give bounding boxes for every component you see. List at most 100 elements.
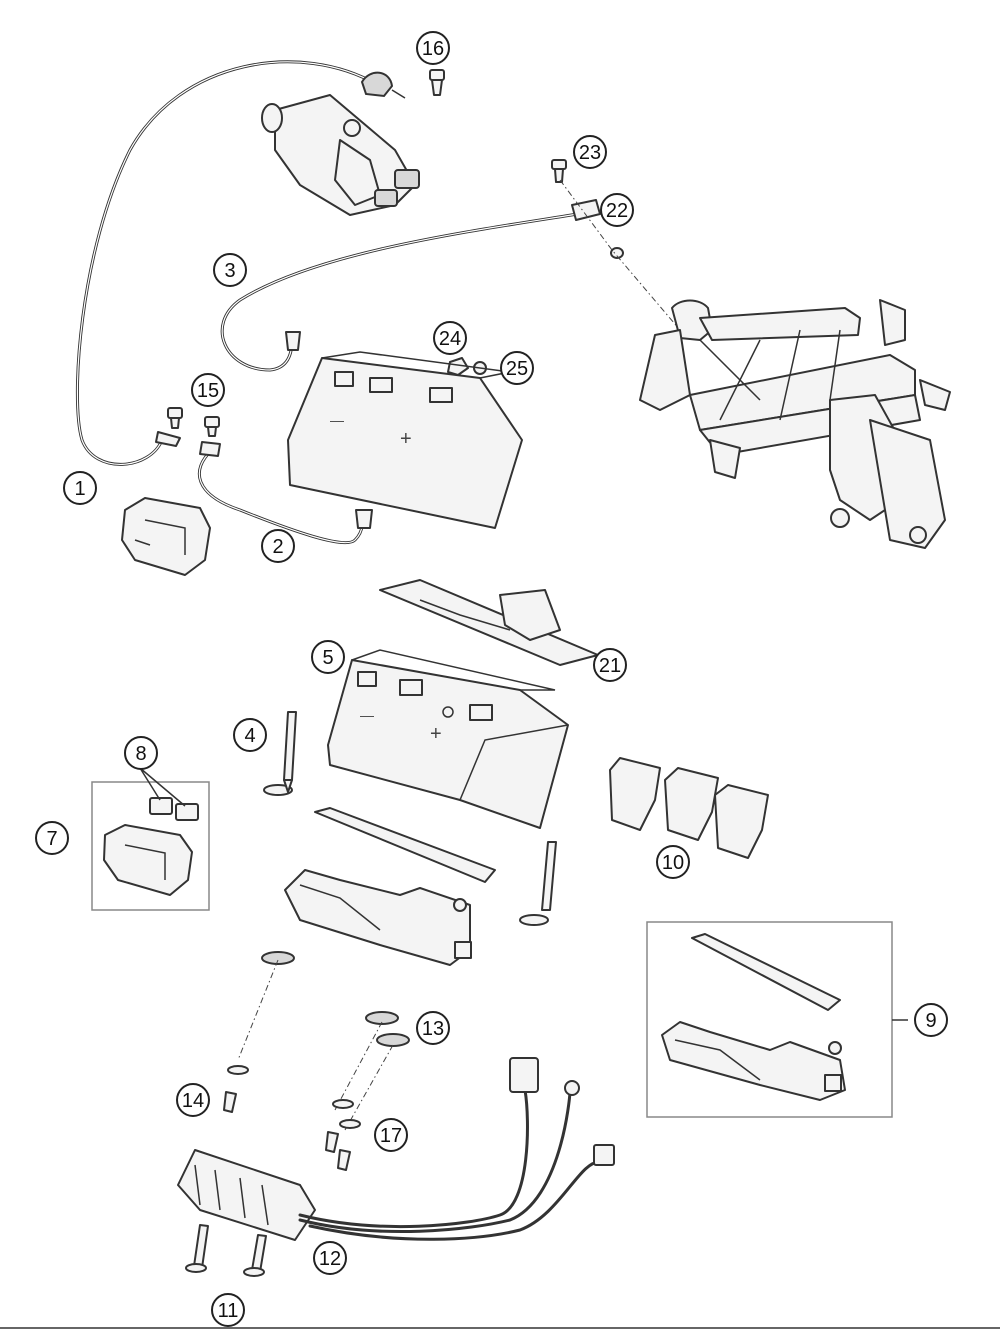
bolt-16 (429, 69, 445, 96)
callout-number: 14 (182, 1090, 204, 1112)
callout-number: 16 (422, 38, 444, 60)
motorcycle-frame (639, 299, 951, 549)
callout-number: 25 (506, 358, 528, 380)
callout-circle (211, 1293, 245, 1327)
callout-22: 22 (600, 193, 634, 227)
callout-number: 1 (74, 478, 85, 500)
regulator-12 (177, 1149, 316, 1241)
callout-12: 12 (313, 1241, 347, 1275)
callout-number: 11 (218, 1300, 239, 1322)
callout-circle (191, 373, 225, 407)
callout-10: 10 (656, 845, 690, 879)
callout-number: 21 (599, 655, 621, 677)
callout-14: 14 (176, 1083, 210, 1117)
callout-16: 16 (416, 31, 450, 65)
washer-22 (610, 247, 624, 259)
callout-number: 10 (662, 852, 684, 874)
callout-circle (233, 718, 267, 752)
battery-bolt-4 (263, 711, 297, 796)
svg-text:+: + (430, 723, 442, 745)
bolt-15-left (167, 407, 183, 429)
svg-text:—: — (330, 412, 344, 428)
callout-circle (213, 253, 247, 287)
callout-23: 23 (573, 135, 607, 169)
battery-tray (284, 869, 472, 966)
screw-17 (325, 1099, 361, 1171)
callout-21: 21 (593, 648, 627, 682)
svg-text:—: — (360, 707, 374, 723)
starter-motor (261, 94, 420, 216)
callout-number: 3 (224, 260, 235, 282)
battery-5: — + (327, 649, 569, 829)
callout-number: 23 (579, 142, 601, 164)
battery-mat (314, 807, 496, 883)
callout-5: 5 (311, 640, 345, 674)
callout-24: 24 (433, 321, 467, 355)
upper-battery: — + (287, 351, 523, 529)
regulator-bolts-11 (185, 1224, 267, 1277)
fuse-boxes-10 (609, 757, 769, 859)
bolt-15-right (204, 416, 220, 437)
callout-circle (124, 736, 158, 770)
regulator-harness (298, 1057, 615, 1241)
callout-11: 11 (211, 1293, 245, 1327)
screw-14 (223, 1065, 249, 1113)
svg-text:+: + (400, 428, 412, 450)
callout-number: 7 (46, 828, 57, 850)
callout-4: 4 (233, 718, 267, 752)
callout-circle (573, 135, 607, 169)
callout-circle (374, 1118, 408, 1152)
battery-bolt-right (519, 841, 557, 926)
callout-number: 22 (606, 200, 628, 222)
callout-13: 13 (416, 1011, 450, 1045)
callout-circle (416, 31, 450, 65)
callout-1: 1 (63, 471, 97, 505)
callout-number: 24 (439, 328, 461, 350)
callout-number: 12 (319, 1248, 341, 1270)
callout-circle (313, 1241, 347, 1275)
callout-circle (500, 351, 534, 385)
callout-number: 17 (380, 1125, 402, 1147)
callout-circle (656, 845, 690, 879)
callout-17: 17 (374, 1118, 408, 1152)
callout-25: 25 (500, 351, 534, 385)
callout-circle (416, 1011, 450, 1045)
rubber-damper-13 (261, 951, 410, 1047)
starter-relay (121, 497, 211, 576)
callout-number: 13 (422, 1018, 444, 1040)
callout-number: 9 (925, 1010, 936, 1032)
callout-8: 8 (124, 736, 158, 770)
callout-number: 2 (272, 536, 283, 558)
callout-number: 5 (322, 647, 333, 669)
starter-cable (75, 60, 406, 466)
callout-circle (261, 529, 295, 563)
callout-circle (433, 321, 467, 355)
callout-circle (593, 648, 627, 682)
group-box-7 (91, 781, 210, 911)
callout-3: 3 (213, 253, 247, 287)
callout-circle (311, 640, 345, 674)
callout-number: 4 (244, 725, 255, 747)
callout-2: 2 (261, 529, 295, 563)
callout-circle (600, 193, 634, 227)
nut-24 (447, 357, 469, 376)
callout-7: 7 (35, 821, 69, 855)
tray-9-mat (691, 933, 841, 1011)
battery-cable (197, 441, 373, 545)
battery-cover-21 (379, 579, 599, 666)
relay-7 (103, 824, 193, 896)
callout-circle (35, 821, 69, 855)
callout-circle (914, 1003, 948, 1037)
ground-cable (220, 199, 601, 372)
callout-circle (176, 1083, 210, 1117)
callout-9: 9 (914, 1003, 948, 1037)
bolt-23 (551, 159, 567, 183)
callout-circle (63, 471, 97, 505)
callout-number: 8 (135, 743, 146, 765)
fuses-8 (139, 767, 199, 821)
tray-9 (661, 1021, 846, 1101)
callout-number: 15 (197, 380, 219, 402)
callout-15: 15 (191, 373, 225, 407)
